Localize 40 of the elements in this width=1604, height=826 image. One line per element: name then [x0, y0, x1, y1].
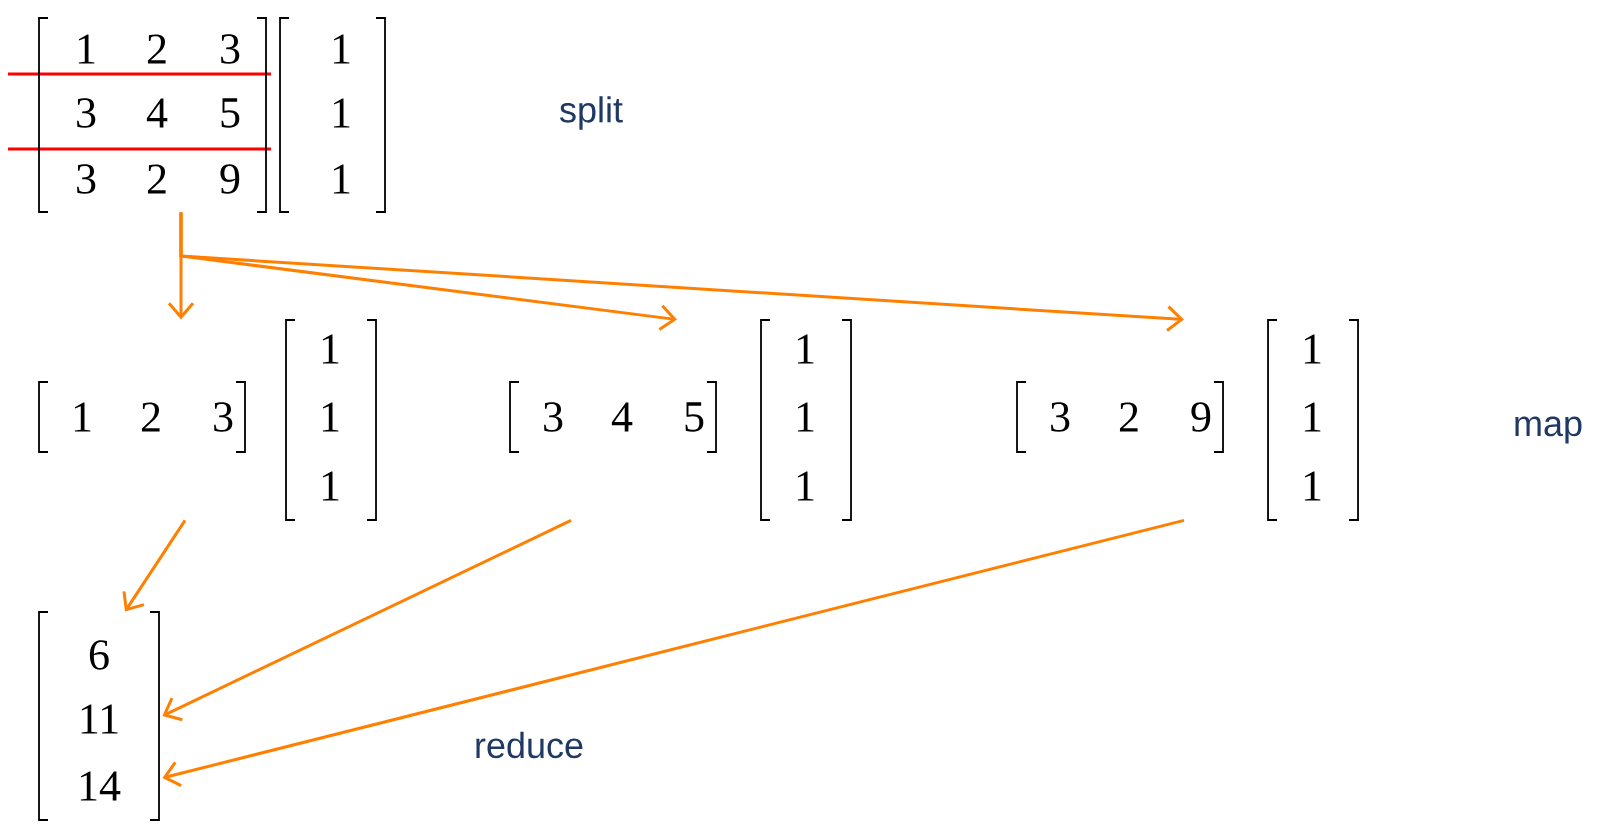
matrix-entry: 3: [77, 164, 96, 194]
matrix-entry: 3: [214, 402, 233, 432]
matrix-entry: 1: [322, 334, 339, 364]
stage-label: map: [1515, 416, 1582, 444]
matrix-entry: 1: [333, 98, 350, 128]
matrix-entry: 5: [221, 98, 240, 128]
matrix-entry: 3: [77, 98, 96, 128]
matrix-entry: 1: [322, 471, 339, 501]
matrix-entry: 1: [1304, 471, 1321, 501]
matrix-entry: 2: [147, 34, 166, 64]
matrix-entry: 1: [333, 164, 350, 194]
matrix-entry: 9: [220, 164, 240, 194]
matrix-entry: 3: [544, 402, 563, 432]
matrix-entry: 14: [80, 771, 121, 801]
matrix-entry: 2: [1119, 402, 1138, 432]
matrix-entry: 2: [141, 402, 160, 432]
arrow: [179, 212, 1184, 332]
matrix-entry: 2: [147, 164, 166, 194]
matrix-entry: 3: [1051, 402, 1070, 432]
matrix-entry: 6: [89, 640, 109, 670]
matrix-entry: 4: [146, 98, 168, 128]
stage-label: reduce: [476, 731, 583, 759]
arrow: [162, 519, 572, 722]
matrix-entry: 5: [685, 402, 704, 432]
matrix-entry: 1: [797, 334, 814, 364]
arrow: [122, 519, 187, 612]
matrix-entry: 1: [78, 34, 95, 64]
arrow: [162, 518, 1185, 787]
matrix-entry: 11: [81, 704, 118, 734]
matrix-entry: 9: [1191, 402, 1211, 432]
matrix-entry: 1: [74, 402, 91, 432]
matrix-entry: 1: [797, 471, 814, 501]
matrix-entry: 1: [322, 402, 339, 432]
matrix-entry: 1: [333, 34, 350, 64]
matrix-entry: 1: [797, 402, 814, 432]
matrix-entry: 4: [611, 402, 633, 432]
matrix-entry: 1: [1304, 334, 1321, 364]
stage-label: split: [560, 96, 623, 130]
matrix-entry: 3: [221, 34, 240, 64]
matrix-entry: 1: [1304, 402, 1321, 432]
